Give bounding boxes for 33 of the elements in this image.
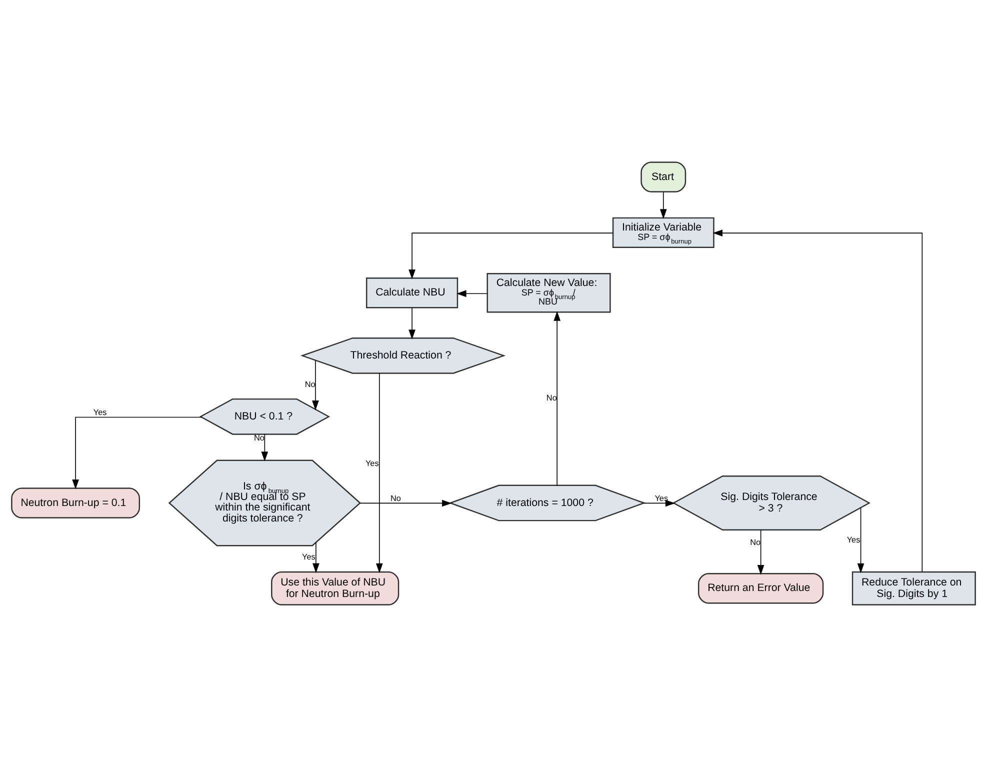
edge-label: No	[750, 538, 761, 548]
edge-label: No	[254, 434, 264, 443]
edge-label: Yes	[654, 494, 668, 503]
edge-label: Yes	[302, 552, 316, 562]
arrow	[312, 542, 320, 574]
node-box: Use this Value of NBU for Neutron Burn-up	[271, 571, 400, 606]
arrow	[376, 372, 383, 574]
edge-label: No	[304, 380, 316, 390]
edge-label: Yes	[93, 408, 107, 417]
arrow	[312, 360, 319, 410]
edge-label: No	[390, 494, 401, 503]
edge-label: Yes	[846, 535, 860, 544]
edge-label: Yes	[365, 458, 379, 468]
node-box: Reduce Tolerance on Sig. Digits by 1	[852, 571, 976, 606]
arrow	[261, 434, 268, 462]
node-box: Neutron Burn-up = 0.1	[11, 488, 140, 518]
node-box: Calculate New Value: SP = σϕ$_{burnup}$/ NBU	[486, 273, 611, 313]
arrow	[857, 507, 864, 574]
node-box: Return an Error Value	[698, 573, 824, 604]
arrow	[72, 416, 202, 490]
edge-label: No	[546, 394, 557, 403]
arrow	[408, 232, 614, 280]
arrow	[757, 529, 764, 575]
node-box: Calculate NBU	[366, 278, 458, 308]
arrow	[554, 311, 561, 486]
node-box: Start	[640, 162, 686, 192]
arrow	[408, 307, 416, 340]
node-box: Initialize Variable SP = σϕ$_{burnup}$	[612, 217, 714, 248]
arrow	[712, 230, 923, 572]
arrow	[660, 192, 667, 219]
arrow	[456, 290, 488, 298]
arrow	[643, 500, 676, 507]
arrow	[360, 500, 452, 507]
